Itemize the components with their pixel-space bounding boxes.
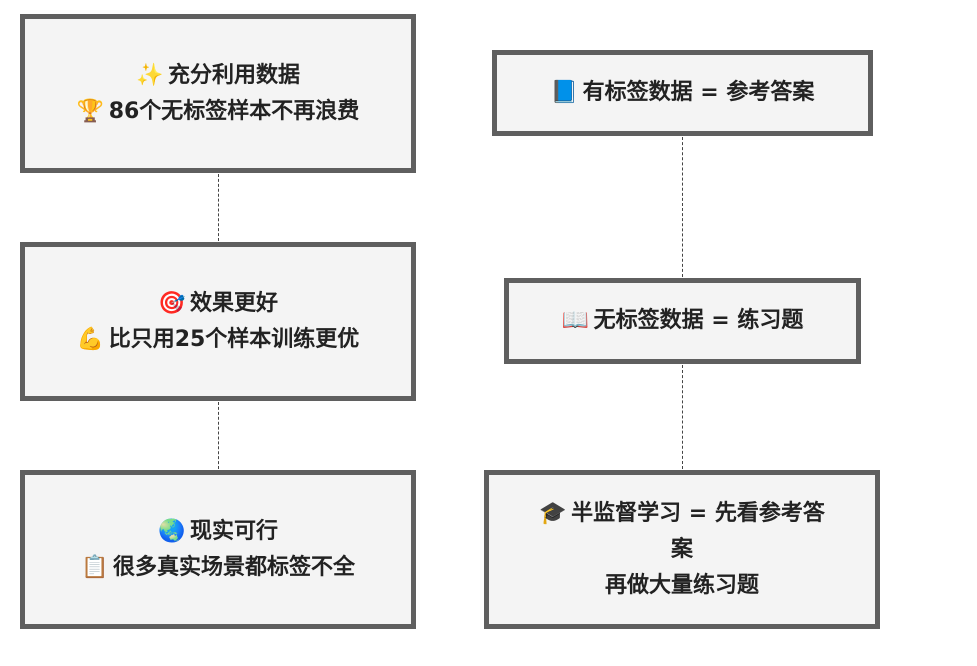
node-practical: 🌏现实可行 📋很多真实场景都标签不全 <box>20 470 416 629</box>
sparkles-icon: ✨ <box>135 62 164 88</box>
node-semi-supervised: 🎓半监督学习 = 先看参考答案 再做大量练习题 <box>484 470 880 629</box>
target-icon: 🎯 <box>157 290 186 316</box>
open-book-icon: 📖 <box>561 308 590 333</box>
connector-line <box>682 365 683 469</box>
node-full-use: ✨充分利用数据 🏆86个无标签样本不再浪费 <box>20 14 416 173</box>
node-detail: 86个无标签样本不再浪费 <box>108 98 360 124</box>
trophy-icon: 🏆 <box>76 98 105 124</box>
node-unlabeled-data: 📖无标签数据 = 练习题 <box>504 278 861 364</box>
node-better-result: 🎯效果更好 💪比只用25个样本训练更优 <box>20 242 416 401</box>
node-title: 效果更好 <box>189 290 278 316</box>
node-detail: 很多真实场景都标签不全 <box>112 554 355 580</box>
node-title: 充分利用数据 <box>167 62 300 88</box>
flexed-biceps-icon: 💪 <box>76 326 105 352</box>
node-detail: 比只用25个样本训练更优 <box>108 326 360 352</box>
node-text: 半监督学习 = 先看参考答案 <box>571 500 825 562</box>
blue-book-icon: 📘 <box>550 80 579 105</box>
node-labeled-data: 📘有标签数据 = 参考答案 <box>492 50 873 136</box>
graduation-cap-icon: 🎓 <box>539 500 567 526</box>
node-text-line2: 再做大量练习题 <box>604 572 759 598</box>
node-text: 有标签数据 = 参考答案 <box>582 80 815 105</box>
connector-line <box>218 174 219 241</box>
connector-line <box>682 137 683 277</box>
globe-icon: 🌏 <box>157 518 186 544</box>
node-text: 无标签数据 = 练习题 <box>593 308 804 333</box>
node-title: 现实可行 <box>189 518 278 544</box>
clipboard-icon: 📋 <box>80 554 109 580</box>
connector-line <box>218 402 219 469</box>
